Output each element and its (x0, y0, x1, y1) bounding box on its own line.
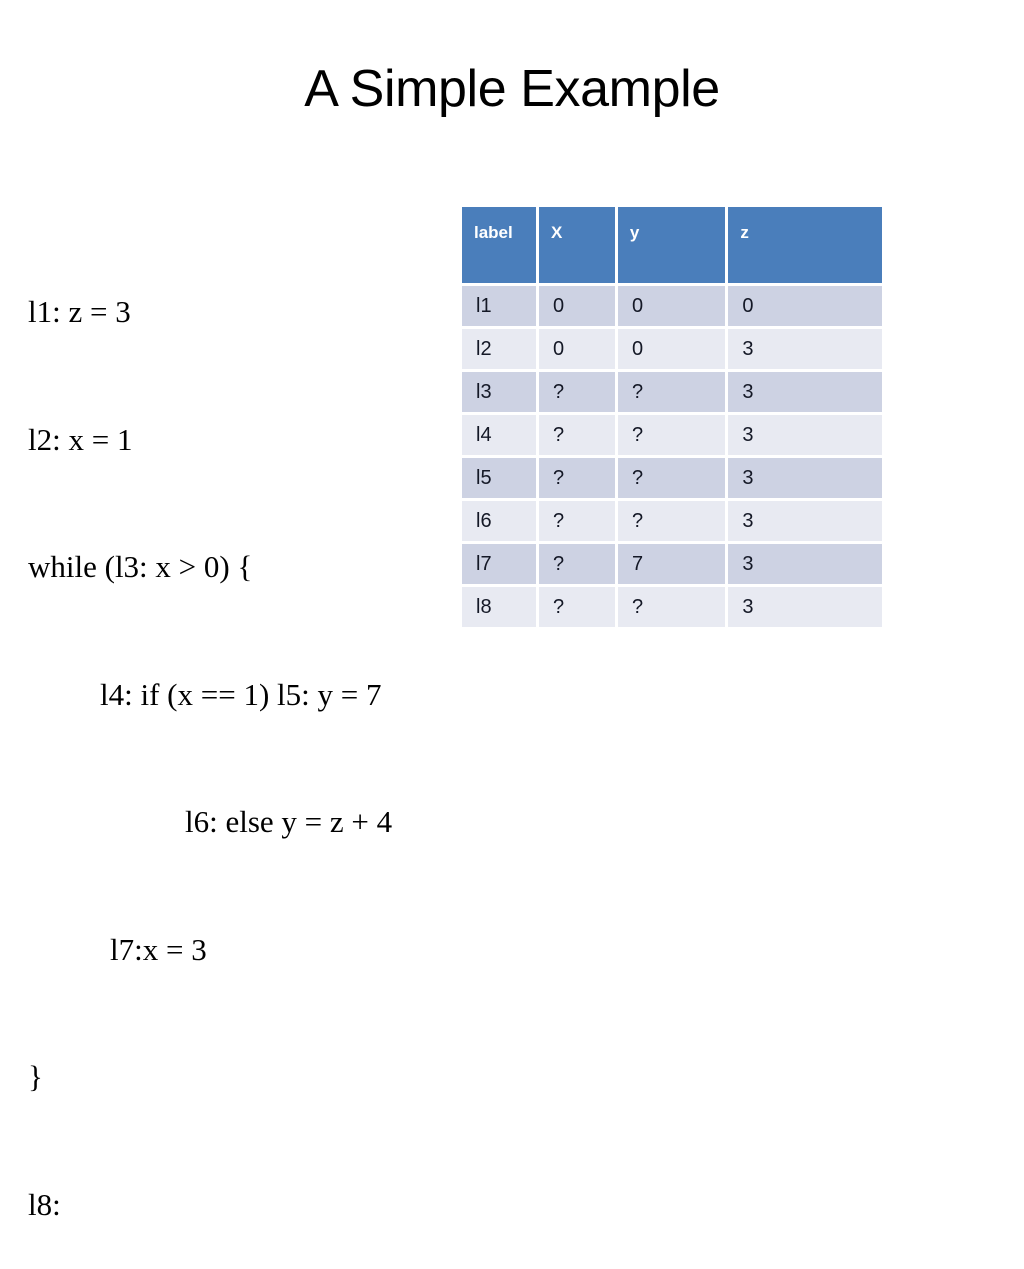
table-header-row: label X y z (462, 207, 882, 283)
cell-x: 0 (538, 286, 615, 326)
cell-z: 3 (728, 415, 882, 455)
table-row: l1 0 0 0 (462, 286, 882, 326)
cell-x: ? (538, 544, 615, 584)
cell-label: l6 (462, 501, 536, 541)
cell-label: l7 (462, 544, 536, 584)
cell-z: 3 (728, 372, 882, 412)
variable-state-table: label X y z l1 0 0 0 l2 0 0 3 l3 ? ? 3 l… (462, 207, 882, 630)
cell-y: ? (617, 587, 726, 627)
cell-y: ? (617, 372, 726, 412)
cell-label: l3 (462, 372, 536, 412)
cell-y: ? (617, 458, 726, 498)
cell-x: ? (538, 501, 615, 541)
cell-z: 3 (728, 501, 882, 541)
cell-label: l4 (462, 415, 536, 455)
code-line: } (28, 1059, 43, 1094)
column-header-z: z (728, 207, 882, 283)
cell-y: 0 (617, 329, 726, 369)
cell-label: l1 (462, 286, 536, 326)
column-header-x: X (538, 207, 615, 283)
table-row: l7 ? 7 3 (462, 544, 882, 584)
page-title: A Simple Example (304, 60, 720, 118)
table-row: l3 ? ? 3 (462, 372, 882, 412)
code-line: l2: x = 1 (28, 421, 133, 457)
cell-x: 0 (538, 329, 615, 369)
cell-y: ? (617, 501, 726, 541)
cell-y: 7 (617, 544, 726, 584)
code-line: l8: (28, 1186, 61, 1222)
code-line: l1: z = 3 (28, 294, 131, 329)
table-row: l6 ? ? 3 (462, 501, 882, 541)
cell-z: 3 (728, 329, 882, 369)
cell-x: ? (538, 372, 615, 412)
table-row: l5 ? ? 3 (462, 458, 882, 498)
column-header-label: label (462, 207, 536, 283)
cell-x: ? (538, 587, 615, 627)
cell-x: ? (538, 415, 615, 455)
code-line: l4: if (x == 1) l5: y = 7 (100, 676, 382, 712)
cell-label: l5 (462, 458, 536, 498)
cell-label: l2 (462, 329, 536, 369)
code-line: l7:x = 3 (110, 931, 207, 967)
code-line: while (l3: x > 0) { (28, 549, 253, 584)
table-row: l4 ? ? 3 (462, 415, 882, 455)
column-header-y: y (617, 207, 726, 283)
cell-z: 3 (728, 458, 882, 498)
cell-y: 0 (617, 286, 726, 326)
cell-y: ? (617, 415, 726, 455)
cell-x: ? (538, 458, 615, 498)
table-row: l2 0 0 3 (462, 329, 882, 369)
cell-z: 3 (728, 587, 882, 627)
code-line: l6: else y = z + 4 (185, 804, 393, 839)
table-row: l8 ? ? 3 (462, 587, 882, 627)
cell-z: 0 (728, 286, 882, 326)
cell-z: 3 (728, 544, 882, 584)
cell-label: l8 (462, 587, 536, 627)
program-listing: l1: z = 3 l2: x = 1 while (l3: x > 0) { … (28, 206, 448, 1269)
